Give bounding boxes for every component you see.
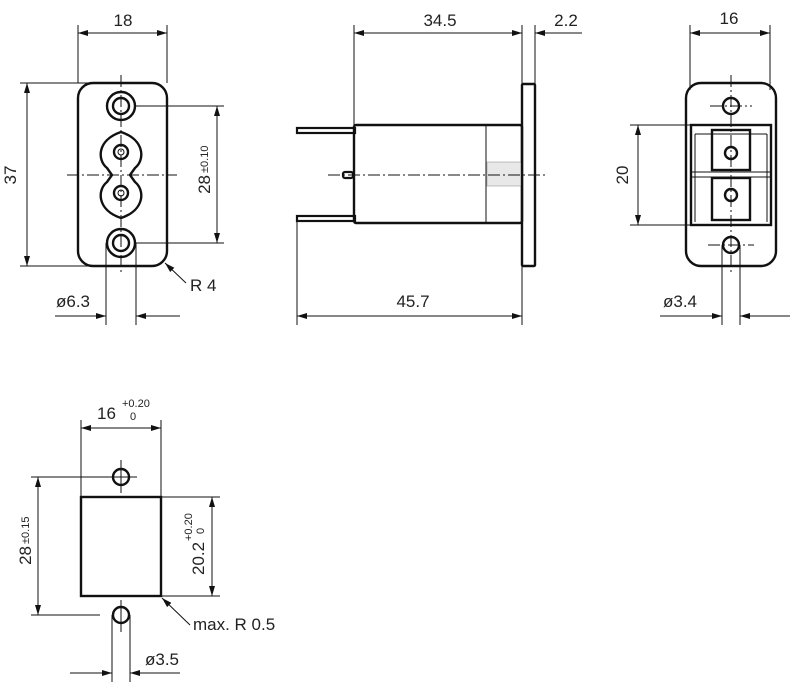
cutout-height-tol-lower: 0: [195, 528, 207, 534]
body-length-label: 34.5: [423, 11, 456, 30]
cutout-height-tol-upper: +0.20: [183, 513, 195, 541]
back-view: 16 20 ø3.4: [613, 9, 790, 325]
front-width-label: 18: [114, 11, 133, 30]
cutout-corner-radius-label: max. R 0.5: [193, 615, 275, 634]
body-band: [486, 161, 523, 187]
terminal-pin-bottom: [295, 214, 357, 223]
total-length-label: 45.7: [396, 292, 429, 311]
front-hole-spacing-label: 28: [195, 175, 214, 194]
panel-cutout-view: 16 +0.20 0 28 ±0.15 20.2 +0.20 0 max. R …: [16, 398, 275, 682]
front-view: 18 37 28 ±0.10 R 4 ø6.3: [1, 11, 224, 325]
front-radius-label: R 4: [190, 276, 216, 295]
cutout-width-tol-upper: +0.20: [122, 398, 150, 410]
socket-outline: [99, 130, 143, 220]
leader-line: [164, 262, 187, 284]
cutout-width-label: 16: [97, 404, 116, 423]
cutout-hole-spacing-label: 28: [16, 546, 35, 565]
cutout-hole-spacing-tolerance: ±0.15: [20, 517, 32, 544]
cutout-hole-diameter-label: ø3.5: [145, 650, 179, 669]
cutout-height-label: 20.2: [189, 542, 208, 575]
front-hole-spacing-tolerance: ±0.10: [199, 146, 211, 173]
back-hole-diameter-label: ø3.4: [663, 292, 697, 311]
front-height-label: 37: [1, 166, 20, 185]
side-view: 34.5 2.2 45.7: [295, 11, 582, 325]
cutout-width-tol-lower: 0: [130, 411, 136, 423]
front-hole-diameter-label: ø6.3: [56, 292, 90, 311]
flange-thickness-label: 2.2: [554, 11, 578, 30]
cutout-outline: [79, 495, 163, 598]
back-width-label: 16: [720, 9, 739, 28]
terminal-pin-top: [295, 126, 357, 135]
block-height-label: 20: [613, 166, 632, 185]
leader-line: [161, 597, 191, 626]
